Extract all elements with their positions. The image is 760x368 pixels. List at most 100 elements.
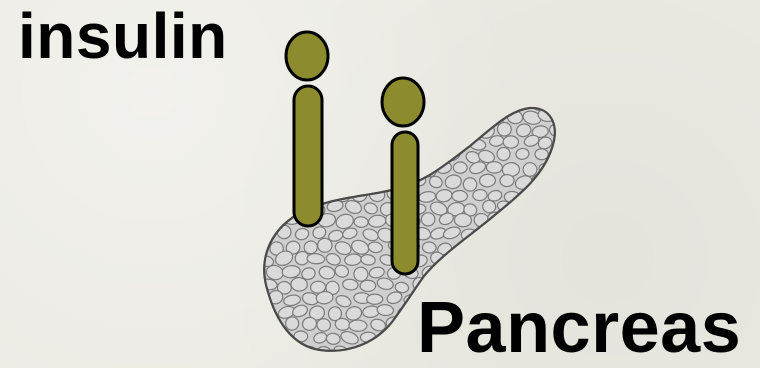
pancreas-cell [350, 108, 368, 125]
pancreas-cell [277, 198, 294, 213]
pancreas-cell [327, 100, 342, 112]
pancreas-cell [371, 161, 386, 175]
pancreas-cell [494, 227, 512, 243]
pancreas-cell [268, 161, 287, 176]
pancreas-cell [349, 158, 368, 176]
pancreas-cell [334, 159, 353, 177]
pancreas-cell [264, 110, 284, 127]
pancreas-cell [335, 136, 351, 147]
pancreas-cell [498, 98, 517, 113]
pancreas-cell [523, 162, 537, 176]
pancreas-cell [349, 320, 367, 332]
pancreas-cell [429, 150, 446, 161]
pancreas-cell [471, 109, 486, 124]
pancreas-cell [465, 124, 482, 138]
pancreas-cell [453, 162, 467, 173]
pancreas-cell [397, 307, 413, 321]
pancreas-cell [556, 264, 577, 282]
pancreas-label: Pancreas [417, 292, 741, 364]
pancreas-cell [358, 122, 377, 139]
pancreas-cell [242, 199, 258, 215]
pancreas-cell [555, 112, 573, 125]
pancreas-cell [267, 187, 282, 200]
pancreas-cell [486, 162, 502, 174]
pancreas-cell [258, 151, 273, 164]
pancreas-cell [555, 214, 572, 231]
pancreas-cell [515, 230, 531, 241]
pancreas-cell [453, 266, 469, 281]
pancreas-cell [258, 198, 276, 214]
pancreas-cell [346, 96, 361, 111]
pancreas-cell [340, 148, 359, 165]
pancreas-cell [261, 122, 278, 138]
pancreas-cell [545, 253, 563, 267]
pancreas-cell [461, 252, 480, 271]
pancreas-cell [500, 174, 515, 187]
pancreas-cell [403, 319, 417, 330]
pancreas-cell [251, 136, 268, 150]
pancreas-cell [239, 331, 256, 344]
pancreas-cell [555, 136, 572, 148]
pancreas-cell [503, 136, 519, 148]
pancreas-cell [356, 172, 377, 191]
pancreas-cell [258, 96, 276, 110]
pancreas-cell [384, 344, 404, 360]
pancreas-cell [325, 147, 342, 162]
pancreas-cell [360, 280, 376, 291]
pancreas-cell [333, 107, 351, 124]
pancreas-cell [324, 171, 344, 188]
pancreas-cell [360, 146, 380, 164]
pancreas-cell [464, 96, 481, 110]
pancreas-cell [249, 188, 264, 202]
pancreas-cell [396, 331, 413, 345]
pancreas-cell [377, 177, 391, 189]
pancreas-cell [249, 159, 267, 174]
pancreas-cell [548, 225, 567, 241]
pancreas-cell [511, 200, 528, 217]
pancreas-cell [240, 281, 256, 291]
pancreas-cell [497, 252, 510, 264]
pancreas-cell [354, 216, 369, 228]
pancreas-cell [532, 252, 549, 267]
pancreas-cell [447, 255, 463, 270]
insulin-label: insulin [18, 4, 228, 68]
pancreas-cell [245, 125, 259, 137]
pancreas-cell [258, 174, 277, 190]
pancreas-cell [517, 237, 538, 255]
pancreas-cell [247, 344, 267, 360]
pancreas-cell [371, 345, 386, 358]
pancreas-cell [422, 134, 439, 152]
pancreas-cell [250, 268, 264, 280]
pancreas-cell [343, 175, 361, 189]
pancreas-cell [536, 265, 553, 280]
pancreas-cell [265, 133, 282, 150]
pancreas-cell [429, 123, 443, 136]
pancreas-cell [478, 251, 497, 268]
pancreas-cell [251, 215, 269, 227]
pancreas-cell [368, 135, 386, 151]
pancreas-cell [554, 236, 573, 254]
pancreas-cell [535, 148, 549, 160]
pancreas-cell [538, 184, 558, 202]
pancreas-cell [479, 174, 496, 188]
pancreas-cell [548, 174, 566, 192]
pancreas-cell [242, 251, 263, 270]
pancreas-cell [359, 97, 376, 111]
pancreas-cell [454, 213, 472, 227]
pancreas-cell [422, 242, 436, 254]
pancreas-cell [544, 96, 563, 113]
pancreas-cell [258, 329, 276, 343]
pancreas-cell [507, 266, 523, 279]
pancreas-cell [277, 225, 292, 240]
pancreas-cell [506, 241, 522, 255]
pancreas-cell [487, 267, 503, 283]
pancreas-cell [243, 98, 257, 110]
pancreas-cell [250, 242, 266, 255]
pancreas-cell [555, 159, 575, 177]
pancreas-cell [252, 110, 270, 123]
pancreas-cell [350, 134, 368, 150]
pancreas-cell [439, 267, 453, 279]
pancreas-cell [468, 265, 485, 282]
pancreas-cell [275, 100, 291, 110]
